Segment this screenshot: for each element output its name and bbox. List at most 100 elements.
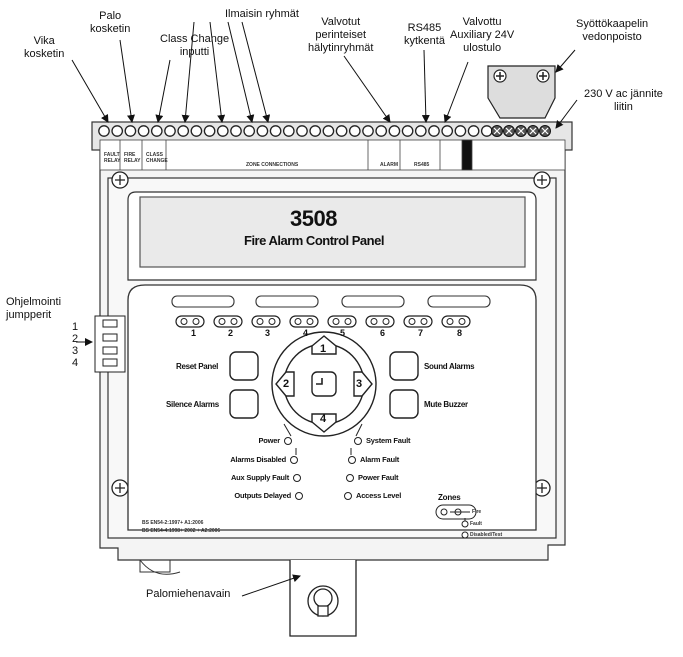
zone-led-pair [213,315,243,328]
terminal-screw[interactable] [401,125,414,137]
terminal-screw[interactable] [230,125,242,137]
label-fault-contact: Vika kosketin [24,35,65,60]
mute-buzzer-button[interactable] [389,389,419,419]
zones-legend-fault: Fault [470,521,482,527]
programming-jumper-block[interactable] [94,315,126,373]
jumper-number: 1 [72,321,79,333]
terminal-screw[interactable] [335,125,348,137]
zone-number: 6 [380,328,386,338]
led-label-power-fault: Power Fault [358,473,399,482]
terminal-screw[interactable] [348,125,361,137]
standards-text: BS EN54-2:1997+ A1:2006 [142,520,204,526]
terminal-screw[interactable] [177,125,190,137]
nav-up-button[interactable] [311,335,337,355]
mute-buzzer-label: Mute Buzzer [424,400,468,409]
zones-legend-disabled: Disabled/Test [470,532,503,538]
zone-led [420,318,428,325]
zone-led [306,318,314,325]
zone-label-window [427,295,491,308]
terminal-screw[interactable] [362,125,374,137]
zone-led [218,318,226,325]
zone-number: 8 [457,328,463,338]
terminal-screw[interactable] [375,125,388,137]
zone-led-pair [251,315,281,328]
terminal-screw[interactable] [124,125,137,137]
panel-title: Fire Alarm Control Panel [244,233,384,248]
zone-indicators [171,295,491,328]
reset-panel-button[interactable] [229,351,259,381]
terminal-screw[interactable] [414,125,427,137]
terminal-screw[interactable] [164,125,176,137]
nav-down-label: 4 [320,413,327,425]
zone-number: 7 [418,328,424,338]
jumper-number: 2 [72,333,79,345]
terminal-screw[interactable] [388,125,401,137]
zone-led [344,318,352,325]
terminal-screw[interactable] [467,125,480,137]
zone-label-window [341,295,405,308]
zone-led-pair [175,315,205,328]
cable-strain-relief [487,65,556,119]
nav-down-button[interactable] [311,413,337,433]
terminal-screw[interactable] [256,125,269,137]
nav-up-label: 1 [320,343,327,355]
zones-legend [435,504,477,539]
zone-number: 1 [191,328,197,338]
terminal-screw[interactable] [309,125,322,137]
led-label-outputs-delayed: Outputs Delayed [234,491,291,500]
silence-alarms-button[interactable] [229,389,259,419]
terminal-screw[interactable] [282,125,295,137]
terminal-screw[interactable] [454,125,467,137]
terminal-screw[interactable] [150,125,163,137]
terminal-screw[interactable] [98,125,110,137]
zone-led-pair [289,315,319,328]
jumper-number: 4 [72,357,79,369]
zone-led [268,318,276,325]
terminal-screw[interactable] [480,125,493,137]
terminal-screw[interactable] [428,125,440,137]
zone-label-window [255,295,319,308]
silence-alarms-label: Silence Alarms [166,400,219,409]
terminal-screw[interactable] [190,125,203,137]
zones-legend-fire: Fire [472,509,482,515]
terminal-label-rs485: RS485 [414,162,430,168]
terminal-screw[interactable] [111,125,124,137]
terminal-screw[interactable] [137,125,150,137]
terminal-screw[interactable] [322,125,335,137]
label-aux24v: Valvottu Auxiliary 24V ulostulo [450,16,515,54]
navigation-pad[interactable] [271,331,377,437]
nav-left-button[interactable] [275,371,295,397]
nav-right-button[interactable] [353,371,373,397]
terminal-screw[interactable] [269,125,282,137]
screw-slot [493,127,501,135]
label-class-change: Class Change inputti [160,33,230,58]
terminal-label-alarm: ALARM [380,162,399,168]
zone-number: 2 [228,328,234,338]
screw-slot [529,127,537,135]
screw-slot [541,127,549,135]
jumper-number: 3 [72,345,79,357]
zone-led [370,318,378,325]
zone-number: 5 [340,328,346,338]
terminal-screw[interactable] [441,125,454,137]
display-window [127,191,537,281]
panel-model: 3508 [290,206,337,231]
housing-base [139,559,181,575]
label-fire-key: Palomiehenavain [146,588,231,600]
zone-led [458,318,466,325]
terminal-screw[interactable] [296,125,308,137]
zone-led [180,318,188,325]
led-label-access-level: Access Level [356,491,402,500]
terminal-screw[interactable] [203,125,216,137]
led-label-alarm-fault: Alarm Fault [360,455,400,464]
terminal-label-fault-relay: FAULT RELAY [104,152,121,164]
standards-text: BS EN54-4:1998+ 2002 + A2:2006 [142,528,221,534]
terminal-screw[interactable] [243,125,256,137]
fire-key-holder[interactable] [289,560,357,637]
sound-alarms-button[interactable] [389,351,419,381]
reset-panel-label: Reset Panel [176,362,219,371]
screw-slot [517,127,525,135]
terminal-label-strip [99,139,566,171]
terminal-screw[interactable] [216,125,229,137]
